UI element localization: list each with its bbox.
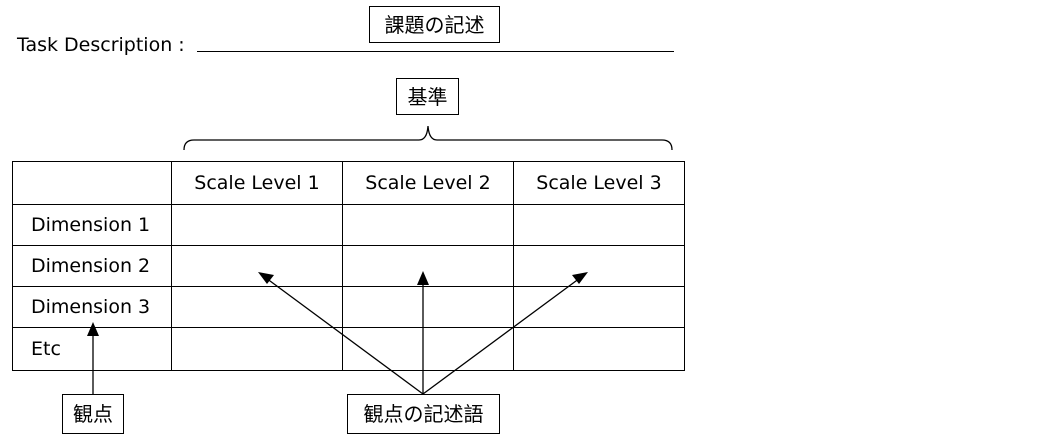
descriptor-cell — [342, 327, 514, 371]
table-header-row: Scale Level 1 Scale Level 2 Scale Level … — [12, 161, 685, 205]
title-box: 課題の記述 — [369, 6, 500, 43]
scale-level-header: Scale Level 2 — [342, 161, 514, 205]
criteria-box-label: 基準 — [407, 84, 448, 109]
criteria-brace — [183, 125, 673, 151]
dimension-label: Dimension 1 — [12, 204, 172, 246]
scale-level-header: Scale Level 1 — [171, 161, 343, 205]
dimension-box-label: 観点 — [73, 402, 113, 426]
descriptor-cell — [342, 204, 514, 246]
dimension-label: Dimension 3 — [12, 286, 172, 328]
descriptor-cell — [513, 245, 685, 287]
descriptor-cell — [342, 245, 514, 287]
dimension-label: Etc — [12, 327, 172, 371]
table-row: Dimension 1 — [12, 204, 685, 246]
table-corner-cell — [12, 161, 172, 205]
descriptor-cell — [171, 204, 343, 246]
descriptor-cell — [171, 286, 343, 328]
title-box-label: 課題の記述 — [384, 12, 485, 37]
criteria-box: 基準 — [396, 78, 459, 115]
descriptor-cell — [513, 327, 685, 371]
table-row: Dimension 3 — [12, 286, 685, 328]
task-description-label: Task Description : — [17, 34, 185, 56]
task-description-line — [197, 51, 674, 52]
descriptor-cell — [171, 245, 343, 287]
rubric-table: Scale Level 1 Scale Level 2 Scale Level … — [12, 161, 685, 371]
table-row: Dimension 2 — [12, 245, 685, 287]
descriptor-cell — [171, 327, 343, 371]
descriptor-box: 観点の記述語 — [347, 394, 500, 434]
table-row: Etc — [12, 327, 685, 371]
descriptor-cell — [513, 286, 685, 328]
dimension-label: Dimension 2 — [12, 245, 172, 287]
dimension-box: 観点 — [62, 394, 124, 434]
scale-level-header: Scale Level 3 — [513, 161, 685, 205]
descriptor-cell — [513, 204, 685, 246]
descriptor-cell — [342, 286, 514, 328]
descriptor-box-label: 観点の記述語 — [363, 402, 484, 426]
